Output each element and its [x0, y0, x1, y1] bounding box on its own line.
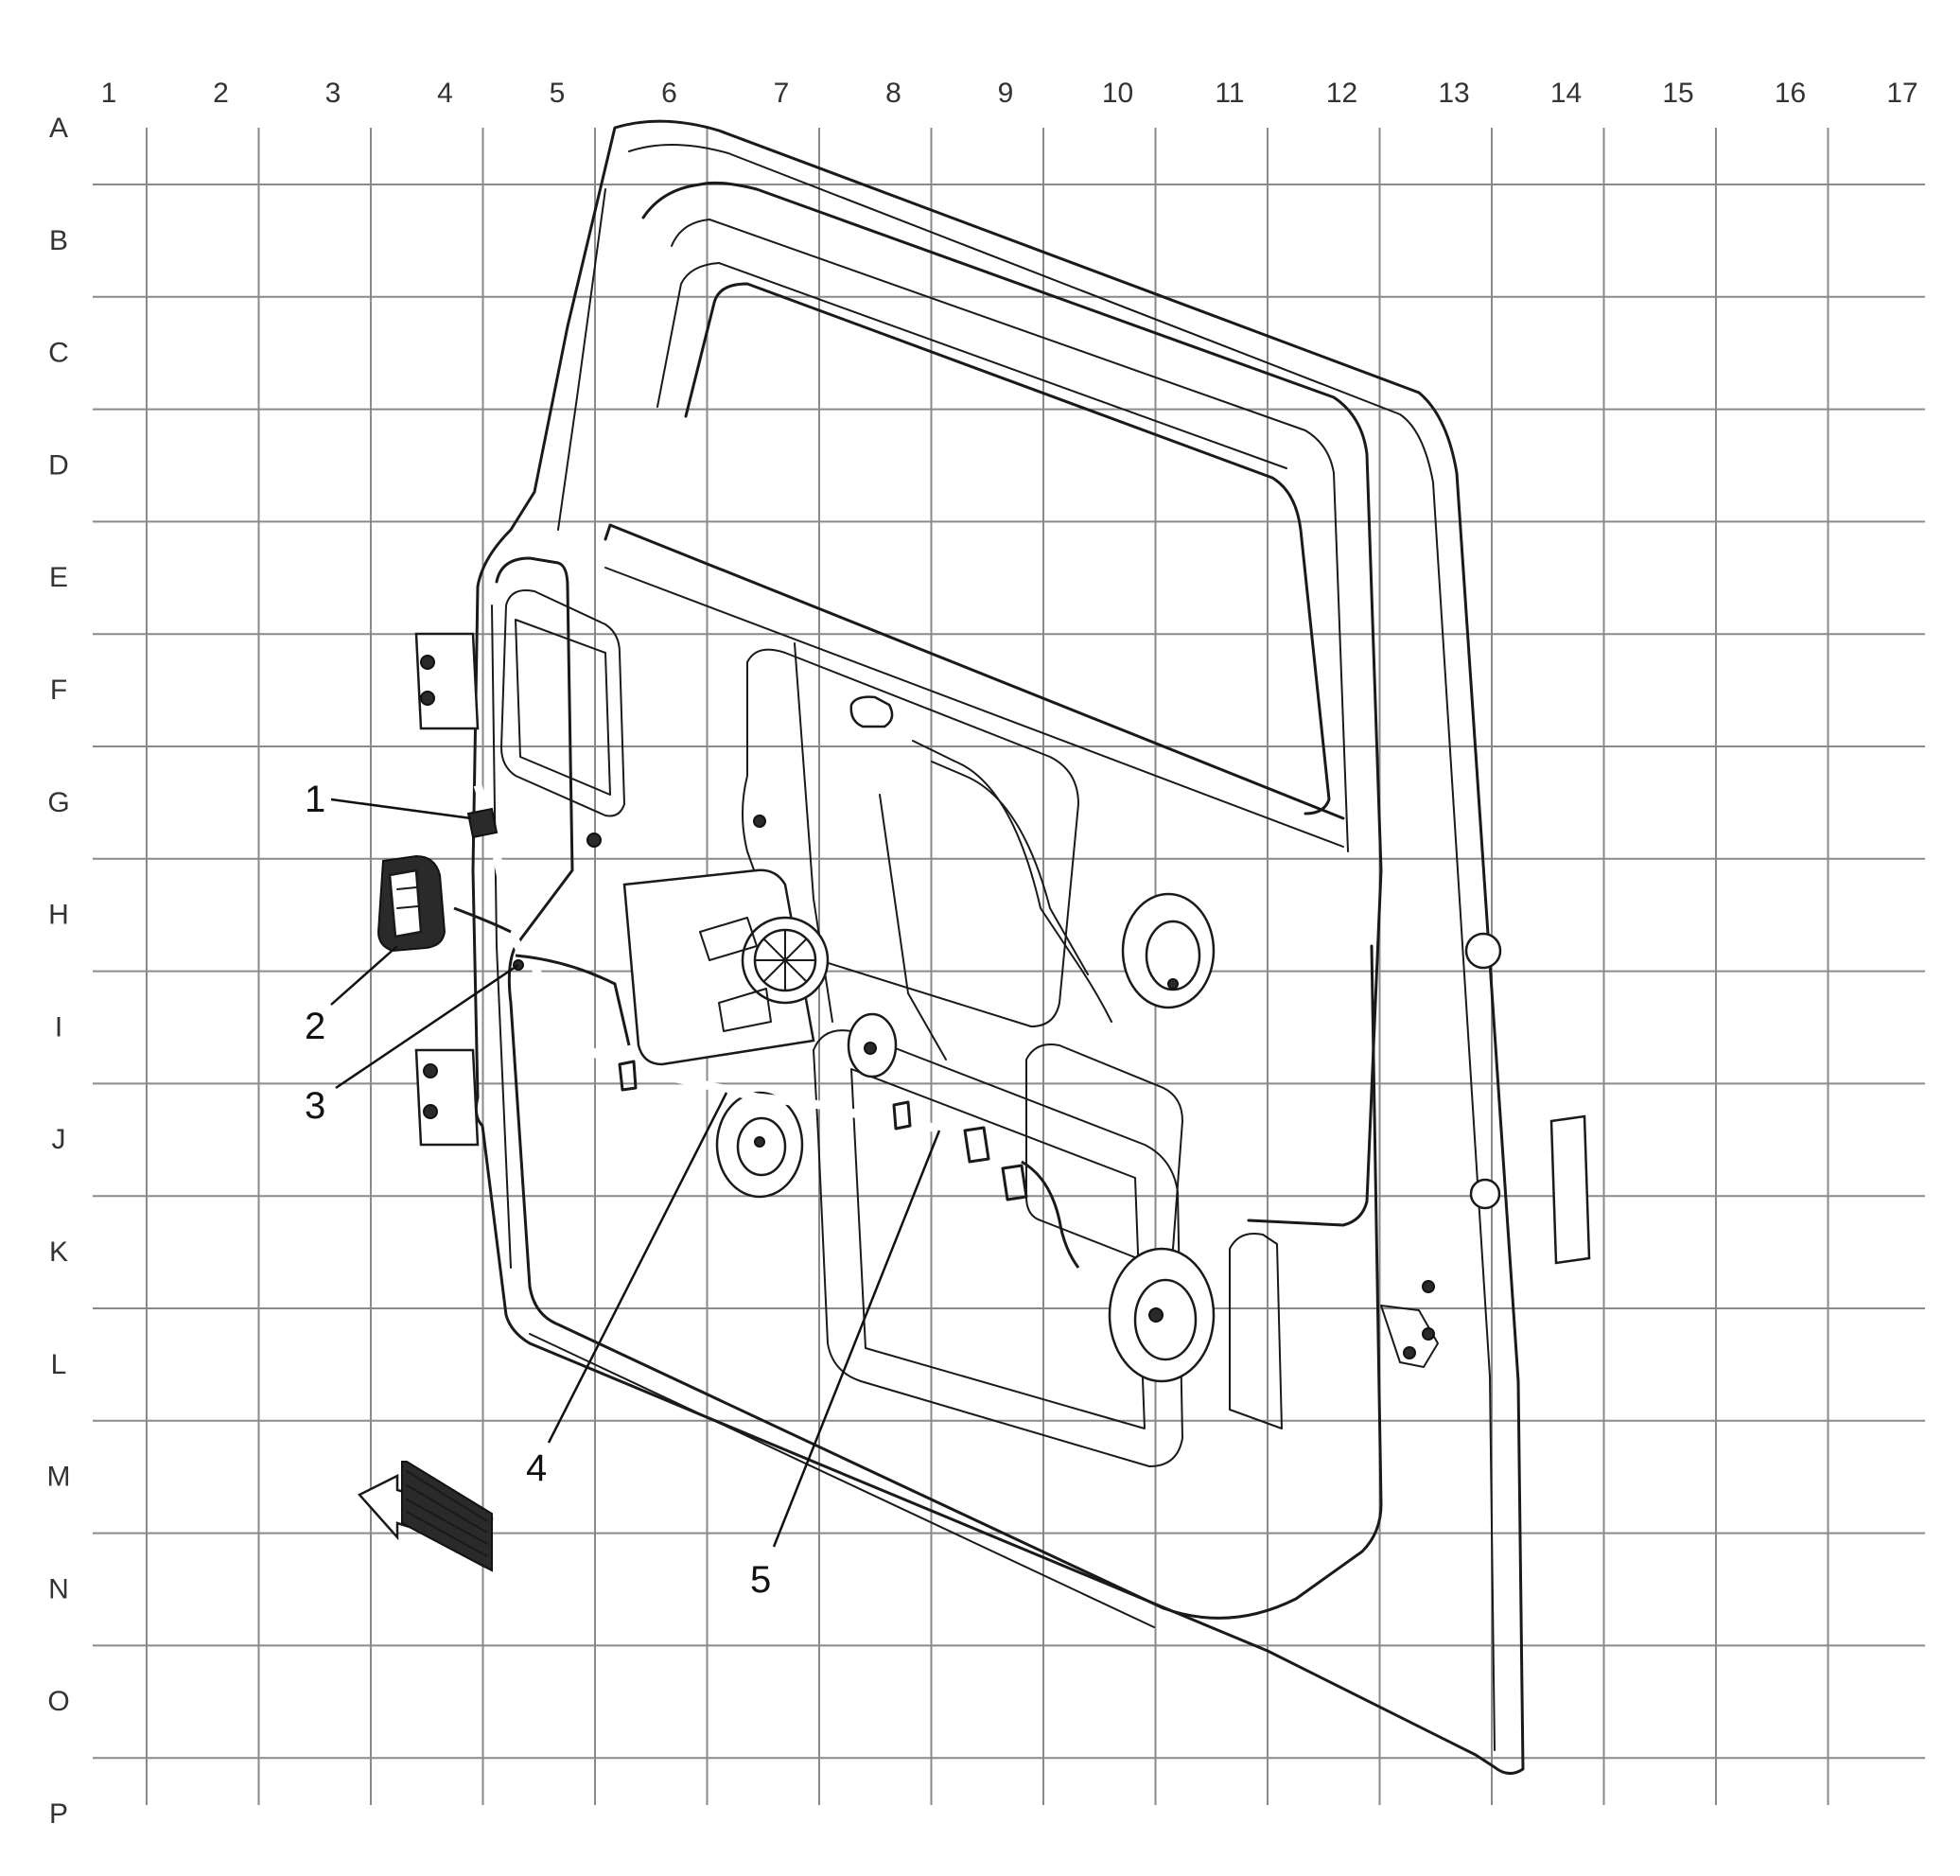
harness-clip-4: [892, 1100, 912, 1131]
access-hole: [1464, 932, 1502, 970]
grid-column-label: 16: [1775, 78, 1806, 109]
grid-column-label: 11: [1215, 78, 1244, 109]
handle-cutout: [849, 695, 894, 728]
window-frame: [641, 181, 1383, 1227]
grid-row-label: B: [49, 225, 68, 256]
window-opening: [684, 282, 1331, 815]
grid-row-label: P: [49, 1798, 68, 1830]
left-speaker: [715, 1091, 804, 1199]
grid-column-label: 15: [1662, 78, 1693, 109]
grid-row-label: O: [47, 1686, 69, 1717]
grid-row-label: G: [47, 787, 69, 818]
fastener: [586, 833, 602, 848]
grid-column-label: 7: [774, 78, 790, 109]
fastener: [753, 815, 766, 828]
callout-5: 5: [750, 1559, 771, 1601]
lower-speaker: [1108, 1247, 1216, 1383]
grid-column-label: 8: [885, 78, 901, 109]
lower-panel: [813, 1029, 1183, 1467]
callout-1: 1: [305, 779, 325, 820]
grid-column-label: 2: [213, 78, 229, 109]
door-latch: [1380, 1114, 1591, 1368]
grid-row-label: H: [48, 900, 69, 931]
grid-column-label: 14: [1550, 78, 1582, 109]
grid-row-label: N: [48, 1573, 69, 1604]
regulator-panel: [742, 648, 1079, 1027]
grid-column-label: 17: [1886, 78, 1917, 109]
harness-connector-5: [963, 1126, 990, 1164]
grid-row-label: A: [49, 113, 68, 144]
lower-hinge-plate: [414, 1048, 480, 1147]
leader-1: [330, 798, 472, 820]
inner-panel: [495, 556, 1383, 1620]
grid-row-label: L: [51, 1349, 67, 1380]
grid-column-label: 1: [101, 78, 117, 109]
grid-column-label: 4: [437, 78, 453, 109]
grid-row-label: D: [48, 449, 69, 481]
grid-column-label: 13: [1438, 78, 1469, 109]
belt-line: [604, 523, 1345, 820]
leader-5: [772, 1130, 941, 1548]
callout-4: 4: [526, 1447, 547, 1489]
grid-column-label: 6: [661, 78, 677, 109]
grid-row-labels: A B C D E F G H I J K L M N O P: [47, 113, 71, 1830]
door-wiring-harness: [376, 783, 1080, 1269]
harness-grommet-2: [376, 854, 446, 953]
leader-3: [335, 963, 519, 1090]
grid-row-label: I: [55, 1011, 62, 1043]
grid-row-label: E: [49, 562, 68, 593]
door-outer-frame: [471, 119, 1525, 1775]
callout-3: 3: [305, 1085, 325, 1127]
access-hole: [1469, 1178, 1501, 1210]
window-motor: [622, 868, 830, 1066]
callout-2: 2: [305, 1006, 325, 1047]
callout-labels: 1 2 3 4 5: [305, 779, 771, 1601]
grid-row-label: M: [47, 1462, 71, 1493]
grid-column-label: 12: [1326, 78, 1357, 109]
leader-4: [547, 1092, 728, 1444]
grid-row-label: C: [48, 338, 69, 369]
grid-column-label: 3: [325, 78, 341, 109]
door-cable: [912, 740, 1112, 1023]
mid-speaker: [847, 1012, 898, 1078]
upper-hinge-plate: [414, 632, 480, 730]
grid-column-label: 10: [1102, 78, 1133, 109]
callout-leaders: [330, 798, 941, 1548]
harness-connector-1: [466, 807, 499, 839]
front-direction-arrow-icon: [357, 1461, 494, 1572]
grid-row-label: F: [50, 675, 67, 706]
upper-right-speaker: [1121, 892, 1216, 1009]
upper-speaker-pocket: [500, 589, 625, 817]
door-illustration: [414, 119, 1591, 1775]
grid-column-label: 5: [550, 78, 566, 109]
grid-row-label: K: [49, 1236, 68, 1268]
grid-column-label: 9: [998, 78, 1014, 109]
grid-row-label: J: [52, 1124, 66, 1155]
leader-2: [330, 945, 398, 1006]
